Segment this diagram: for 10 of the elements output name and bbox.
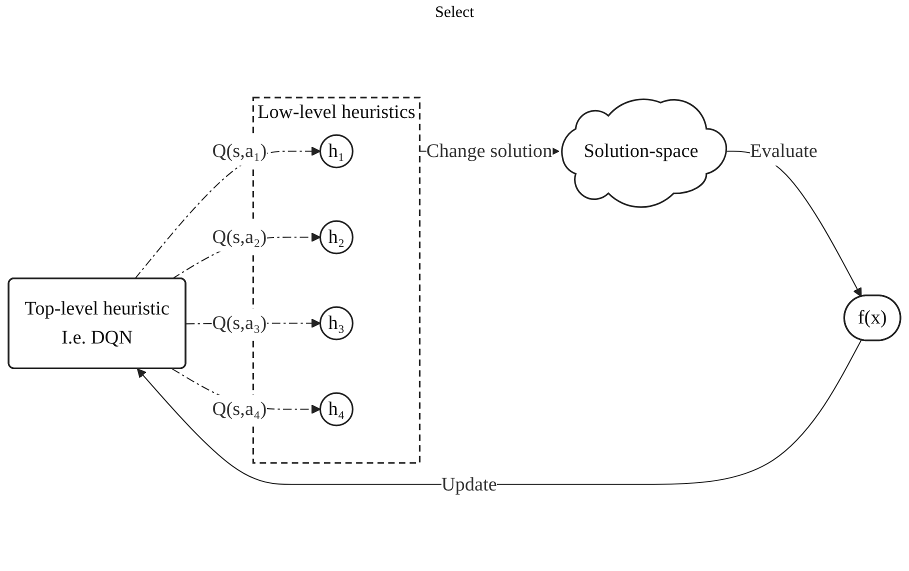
node-circle: h₃ [319, 306, 354, 340]
edge-label: Evaluate [750, 140, 818, 162]
edge-label: Update [441, 472, 497, 494]
edge-label: Change solution [426, 140, 552, 162]
arrow [136, 340, 862, 485]
node-circle: h₁ [319, 134, 354, 168]
node-circle: h₄ [319, 392, 354, 426]
node-circle: h₂ [319, 220, 354, 254]
note-text: Select [434, 4, 474, 21]
edge-label: Q(s,a₄) [212, 398, 267, 420]
